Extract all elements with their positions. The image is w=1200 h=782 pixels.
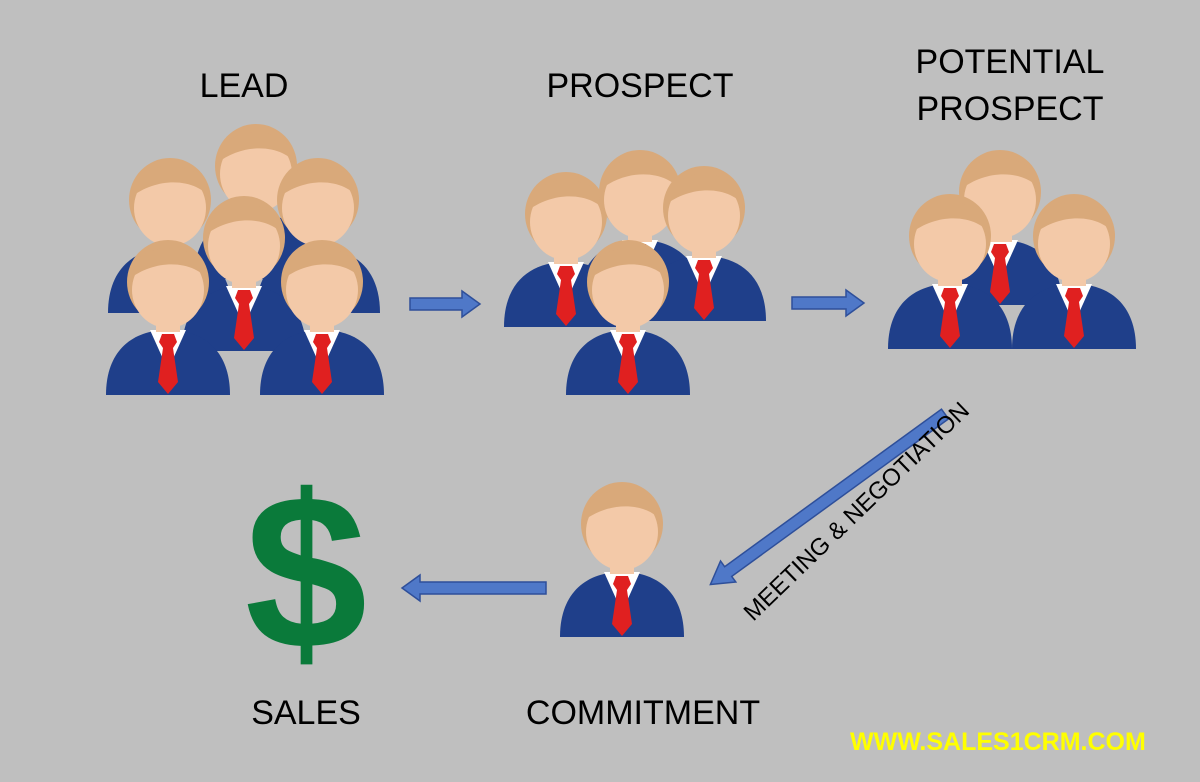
website-link[interactable]: WWW.SALES1CRM.COM	[850, 728, 1146, 756]
potential-prospect-group	[888, 150, 1136, 349]
lead-group	[106, 124, 384, 395]
left-arrow-icon	[400, 573, 547, 603]
stage-label-potential-line2: PROSPECT	[916, 90, 1104, 128]
prospect-group	[504, 150, 766, 395]
right-arrow-icon	[791, 288, 866, 318]
stage-label-lead: LEAD	[199, 67, 289, 105]
businessman-icon	[560, 482, 684, 637]
stage-label-potential-line1: POTENTIAL	[915, 43, 1105, 81]
stage-label-prospect: PROSPECT	[546, 67, 734, 105]
stage-label-commitment: COMMITMENT	[525, 694, 761, 732]
diagonal-arrow-icon	[709, 408, 950, 586]
right-arrow-icon	[409, 289, 482, 319]
transition-label: MEETING & NEGOTIATION	[739, 397, 975, 626]
stage-label-sales: SALES	[251, 694, 361, 732]
dollar-icon: $	[245, 449, 367, 695]
commitment-person	[560, 482, 684, 637]
